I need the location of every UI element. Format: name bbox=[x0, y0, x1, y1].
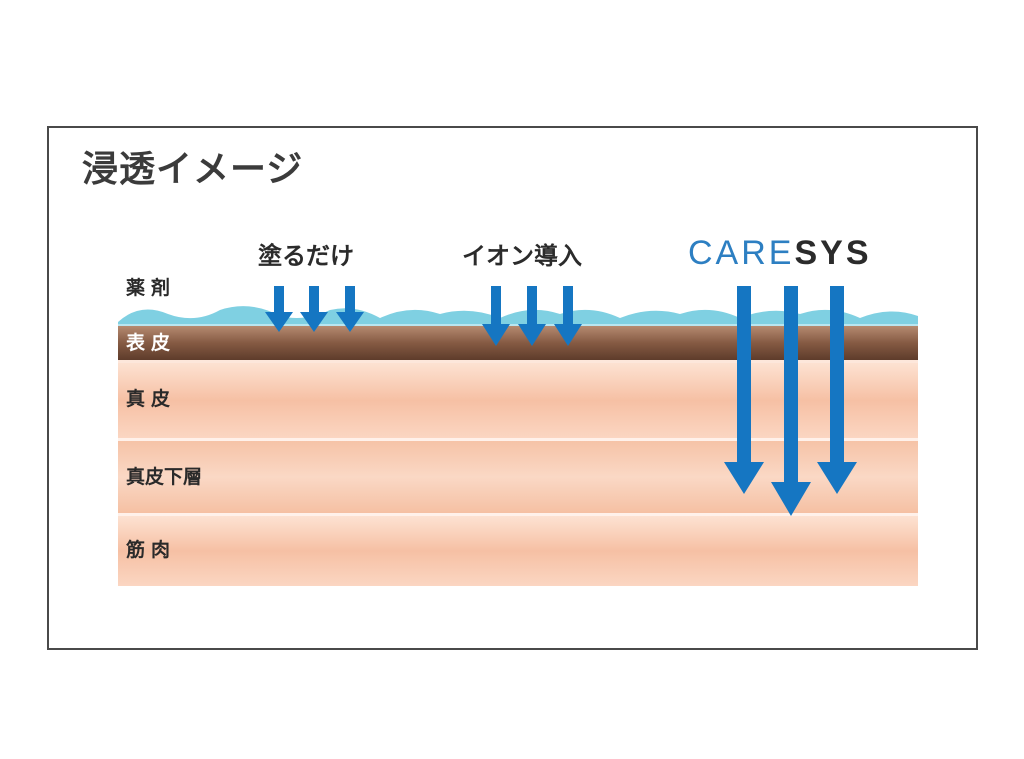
paint-arrow-3 bbox=[336, 286, 364, 332]
method-label-paint: 塗るだけ bbox=[258, 242, 354, 270]
subcutis-border bbox=[118, 513, 918, 516]
caresys-arrow-1 bbox=[724, 286, 764, 494]
caresys-arrow-2 bbox=[771, 286, 811, 516]
epidermis-border bbox=[118, 360, 918, 363]
method-label-ion: イオン導入 bbox=[462, 242, 582, 270]
layer-label-subcutis: 真皮下層 bbox=[126, 466, 203, 488]
layer-label-agent: 薬剤 bbox=[126, 277, 177, 299]
caresys-arrow-3 bbox=[817, 286, 857, 494]
layer-label-dermis: 真皮 bbox=[126, 388, 177, 410]
dermis-border bbox=[118, 438, 918, 441]
ion-arrow-2 bbox=[518, 286, 546, 346]
muscle-layer bbox=[118, 516, 918, 586]
paint-arrow-2 bbox=[300, 286, 328, 332]
layer-label-epidermis: 表皮 bbox=[126, 332, 177, 354]
caresys-logo: CARESYS bbox=[688, 236, 872, 270]
layer-label-muscle: 筋肉 bbox=[126, 539, 177, 561]
ion-arrow-3 bbox=[554, 286, 582, 346]
brand-sys-text: SYS bbox=[794, 234, 872, 272]
ion-arrow-1 bbox=[482, 286, 510, 346]
brand-care-text: CARE bbox=[688, 234, 795, 272]
page-title: 浸透イメージ bbox=[82, 149, 304, 190]
paint-arrow-1 bbox=[265, 286, 293, 332]
